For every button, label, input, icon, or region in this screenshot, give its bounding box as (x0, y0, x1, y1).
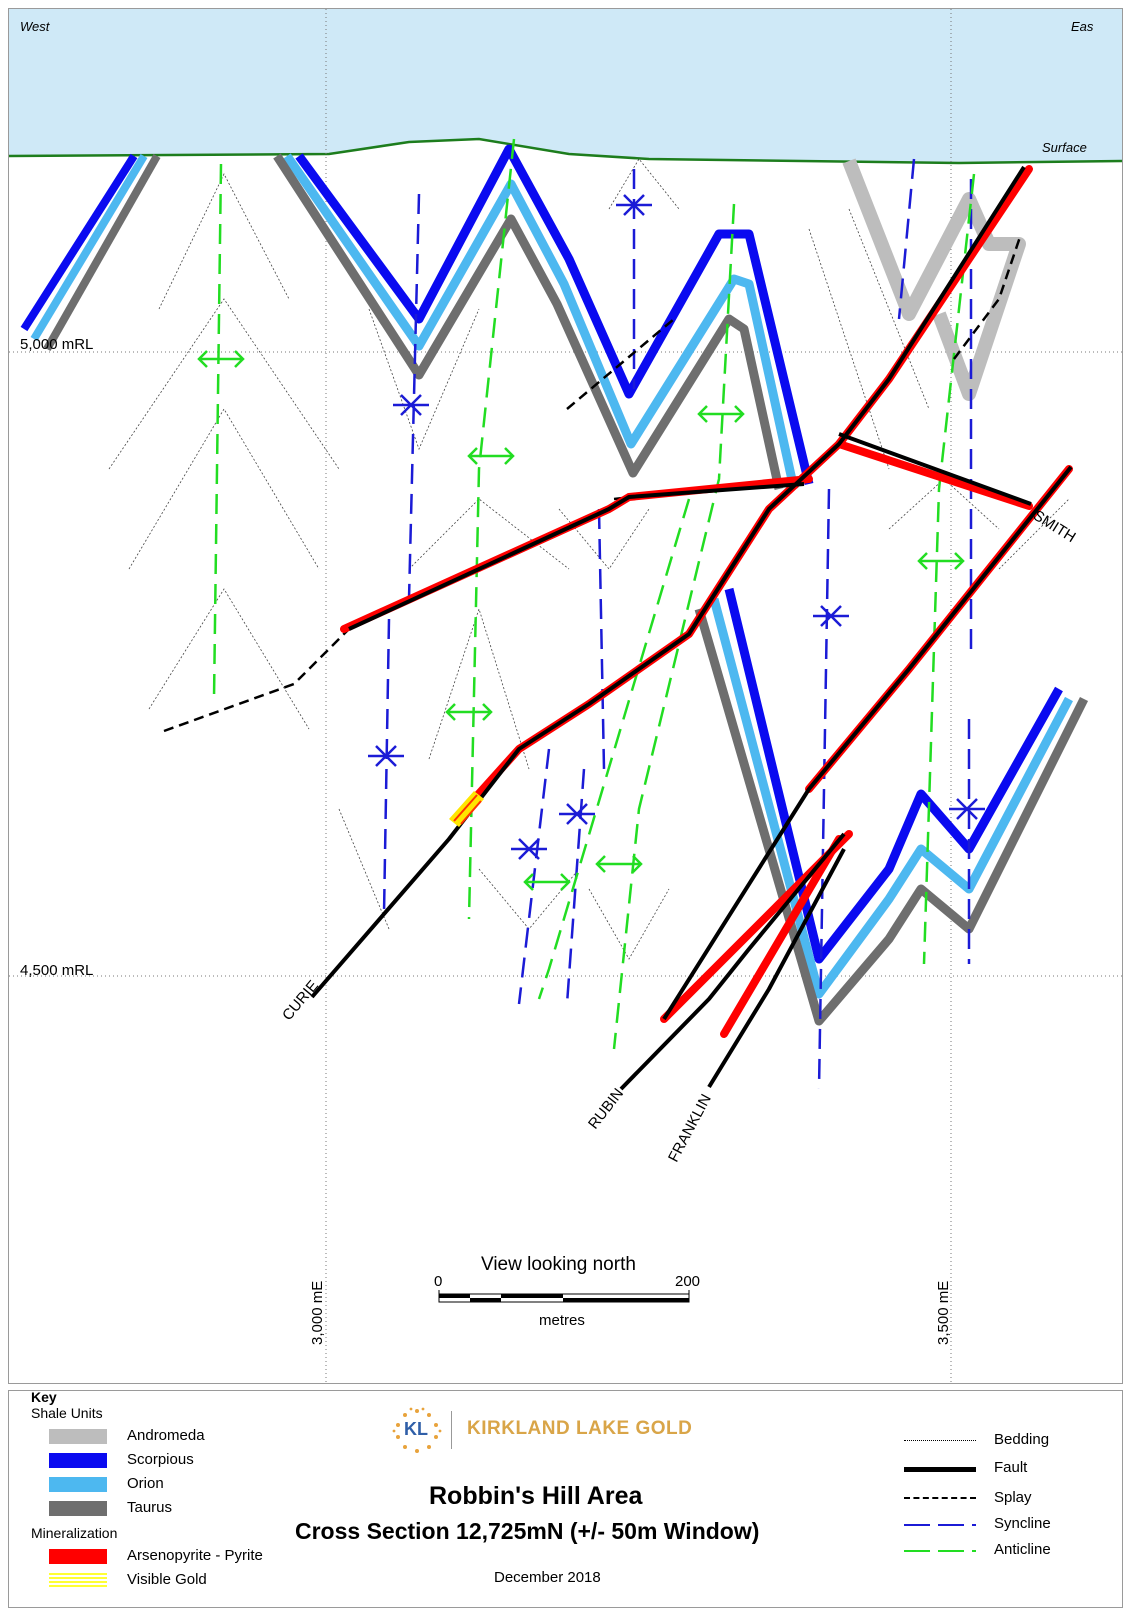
syncline-symbol (616, 194, 652, 216)
swatch-scorpious (49, 1453, 107, 1468)
legend-bedding: Bedding (994, 1431, 1050, 1448)
anticline-symbol (445, 703, 493, 721)
surface-line (9, 137, 1122, 165)
legend-visible-gold: Visible Gold (127, 1571, 207, 1588)
legend-line-anticline (904, 1550, 976, 1552)
swatch-taurus (49, 1501, 107, 1516)
shale-lower-fold (694, 587, 1089, 1026)
legend-line-syncline (904, 1524, 976, 1526)
scale-max: 200 (675, 1273, 701, 1290)
scale-min: 0 (434, 1273, 443, 1290)
page-title: Robbin's Hill Area (429, 1482, 643, 1510)
bedding-lines (108, 158, 1070, 960)
andromeda-unit (842, 158, 1026, 401)
cross-section-drawing (9, 9, 1122, 1383)
swatch-orion (49, 1477, 107, 1492)
page-subtitle: Cross Section 12,725mN (+/- 50m Window) (295, 1518, 760, 1544)
legend-key-title: Key (31, 1389, 57, 1405)
logo-initials: KL (404, 1419, 428, 1439)
rl-label-5000: 5,000 mRL (20, 336, 94, 353)
syncline-symbol (511, 838, 547, 860)
easting-label-3000: 3,000 mE (309, 1280, 326, 1345)
surface-label: Surface (1042, 140, 1087, 155)
cross-section-panel: West Eas Surface 5,000 mRL 4,500 mRL CUR… (8, 8, 1123, 1384)
legend-andromeda: Andromeda (127, 1427, 205, 1444)
anticline-symbol (917, 552, 965, 570)
scale-unit: metres (539, 1312, 585, 1329)
sky-area (9, 9, 1122, 163)
legend-line-bedding (904, 1440, 976, 1441)
rl-label-4500: 4,500 mRL (20, 962, 94, 979)
splay-lines (163, 233, 1023, 733)
east-label: Eas (1071, 19, 1094, 34)
swatch-visible-gold (49, 1573, 107, 1587)
visible-gold-marker (449, 791, 484, 827)
legend-anticline: Anticline (994, 1541, 1051, 1558)
anticline-axes (212, 138, 976, 1050)
west-label: West (20, 19, 50, 34)
company-logo: KL KIRKLAND LAKE GOLD (389, 1405, 709, 1455)
anticline-symbol (523, 873, 571, 891)
anticline-symbol (197, 350, 245, 368)
syncline-symbol (813, 605, 849, 627)
legend-mineral-title: Mineralization (31, 1525, 118, 1541)
anticline-symbol (697, 405, 745, 423)
easting-label-3500: 3,500 mE (935, 1280, 952, 1345)
swatch-andromeda (49, 1429, 107, 1444)
legend-orion: Orion (127, 1475, 164, 1492)
legend-line-splay (904, 1497, 976, 1499)
fault-smith (662, 465, 1073, 1021)
fault-smith-branch (838, 432, 1032, 506)
legend-line-fault (904, 1467, 976, 1472)
legend-panel: Key Shale Units Andromeda Scorpious Orio… (8, 1389, 1123, 1608)
shale-main-belt (273, 144, 814, 490)
legend-fault: Fault (994, 1459, 1028, 1476)
scale-title: View looking north (481, 1254, 636, 1275)
fault-upper (348, 482, 805, 631)
swatch-arsenopyrite (49, 1549, 107, 1564)
logo-company: KIRKLAND LAKE GOLD (467, 1418, 693, 1439)
legend-shale-title: Shale Units (31, 1405, 103, 1421)
syncline-symbols (368, 194, 985, 860)
anticline-symbols (197, 350, 965, 891)
legend-taurus: Taurus (127, 1499, 173, 1516)
fault-franklin (707, 848, 846, 1089)
legend-splay: Splay (994, 1489, 1032, 1506)
syncline-symbol (368, 745, 404, 767)
anticline-symbol (595, 855, 643, 873)
syncline-symbol (949, 798, 985, 820)
legend-arsenopyrite: Arsenopyrite - Pyrite (127, 1547, 263, 1564)
anticline-symbol (467, 447, 515, 465)
syncline-symbol (559, 803, 595, 825)
legend-scorpious: Scorpious (127, 1451, 194, 1468)
scale-bar (438, 1290, 690, 1303)
logo-mark (392, 1407, 442, 1453)
syncline-symbol (393, 394, 429, 416)
legend-syncline: Syncline (994, 1515, 1051, 1532)
fault-rubin (619, 832, 846, 1091)
shale-left-limb (20, 153, 161, 351)
page-date: December 2018 (494, 1569, 601, 1586)
